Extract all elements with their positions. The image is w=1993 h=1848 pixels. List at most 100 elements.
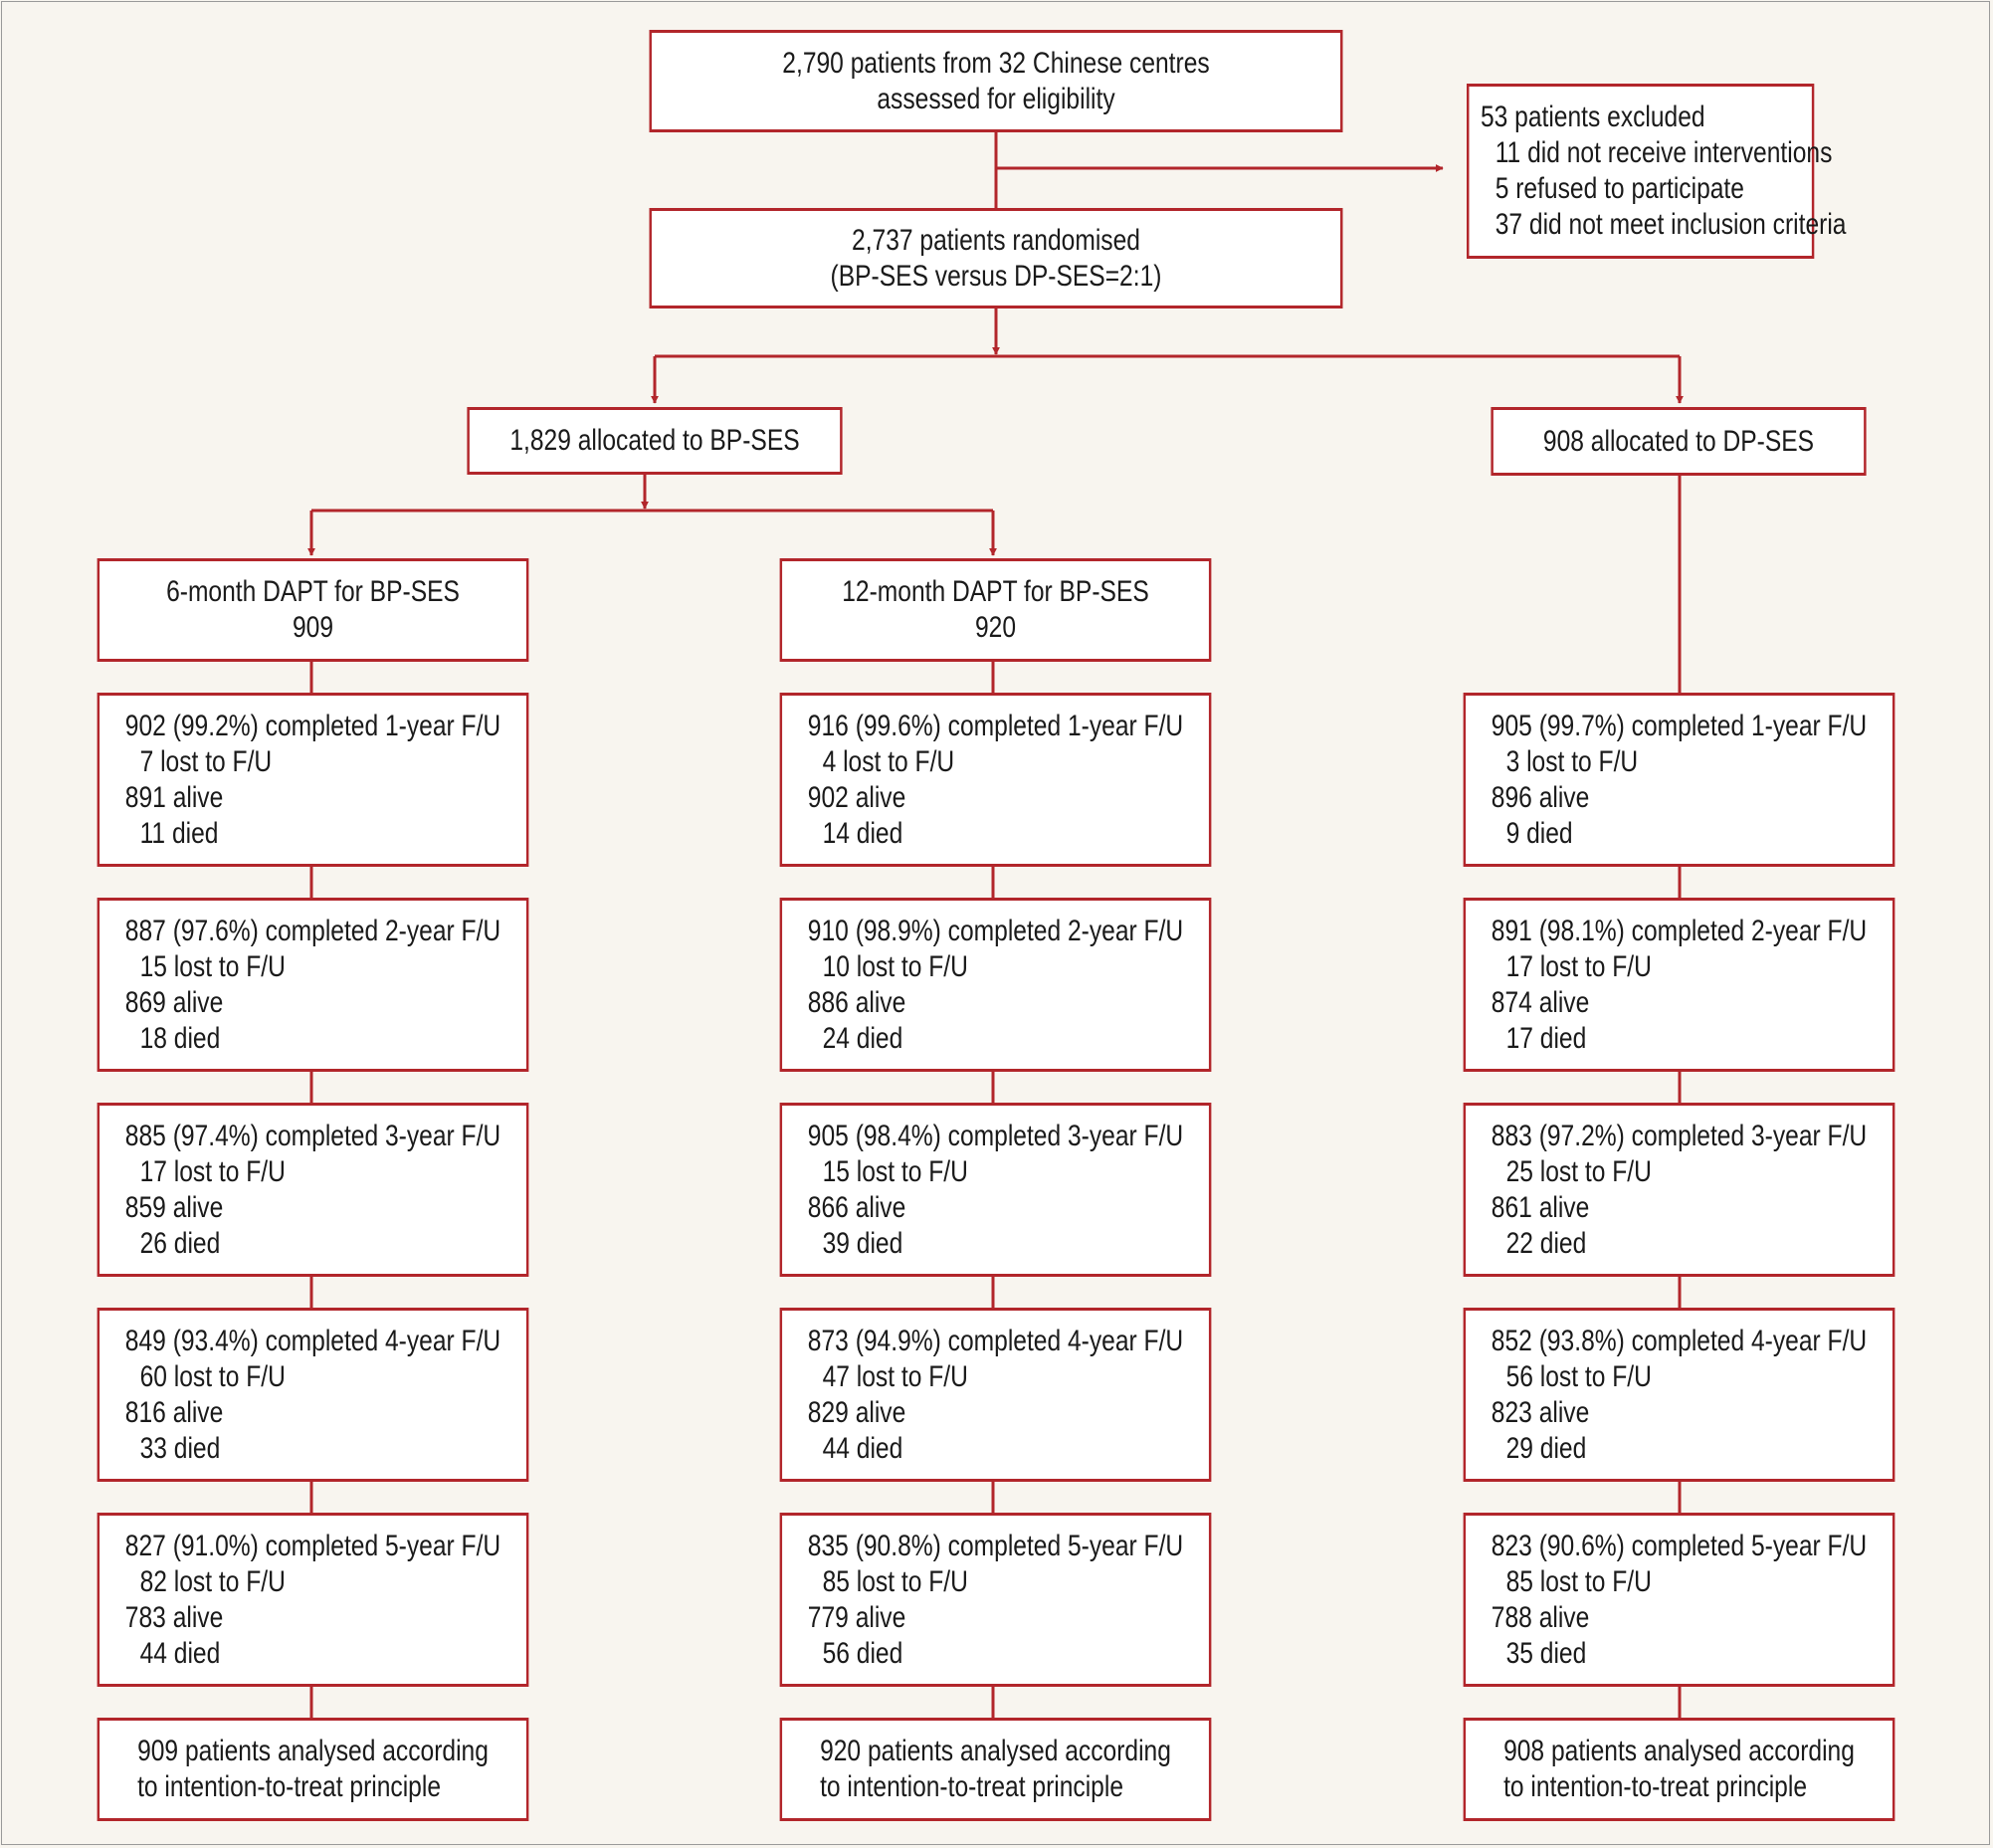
followup-alive: 859 alive	[124, 1190, 224, 1224]
arm-12-month-label: 12-month DAPT for BP-SES	[842, 575, 1149, 608]
followup-alive: 902 alive	[807, 780, 906, 814]
followup-completed: 887 (97.6%) completed 2-year F/U	[124, 914, 501, 947]
followup-alive: 886 alive	[807, 985, 906, 1019]
followup-died: 17 died	[1505, 1021, 1587, 1055]
randomised-line2: (BP-SES versus DP-SES=2:1)	[830, 259, 1162, 293]
assessed-line2: assessed for eligibility	[877, 82, 1115, 115]
analysed-line1: 909 patients analysed according	[137, 1735, 489, 1767]
arm-6-month-box: 6-month DAPT for BP-SES 909	[97, 558, 529, 662]
excluded-item: 11 did not receive interventions	[1495, 136, 1833, 169]
followup-died: 33 died	[139, 1431, 221, 1465]
followup-lost: 3 lost to F/U	[1505, 744, 1639, 778]
analysed-line2: to intention-to-treat principle	[137, 1770, 442, 1803]
bp-ses-allocation-box: 1,829 allocated to BP-SES	[467, 407, 843, 475]
followup-alive: 869 alive	[124, 985, 224, 1019]
followup-lost: 82 lost to F/U	[139, 1564, 286, 1598]
followup-died: 22 died	[1505, 1226, 1587, 1260]
followup-lost: 15 lost to F/U	[139, 949, 286, 983]
followup-alive: 896 alive	[1491, 780, 1590, 814]
followup-completed: 835 (90.8%) completed 5-year F/U	[807, 1529, 1184, 1562]
followup-completed: 873 (94.9%) completed 4-year F/U	[807, 1324, 1184, 1357]
excluded-item: 37 did not meet inclusion criteria	[1495, 208, 1847, 241]
followup-lost: 15 lost to F/U	[822, 1154, 968, 1188]
followup-alive: 816 alive	[124, 1395, 224, 1429]
assessed-box: 2,790 patients from 32 Chinese centres a…	[649, 30, 1343, 132]
followup-completed: 916 (99.6%) completed 1-year F/U	[807, 709, 1184, 742]
followup-died: 14 died	[822, 816, 903, 850]
arm-12-month-box: 12-month DAPT for BP-SES 920	[779, 558, 1212, 662]
followup-alive: 874 alive	[1491, 985, 1590, 1019]
followup-completed: 910 (98.9%) completed 2-year F/U	[807, 914, 1184, 947]
followup-alive: 779 alive	[807, 1600, 906, 1634]
followup-alive: 829 alive	[807, 1395, 906, 1429]
followup-died: 39 died	[822, 1226, 903, 1260]
followup-died: 26 died	[139, 1226, 221, 1260]
followup-died: 11 died	[139, 816, 219, 850]
arm-12-month-count: 920	[974, 611, 1017, 644]
followup-completed: 852 (93.8%) completed 4-year F/U	[1491, 1324, 1868, 1357]
dp-ses-allocation-box: 908 allocated to DP-SES	[1491, 407, 1867, 476]
followup-completed: 902 (99.2%) completed 1-year F/U	[124, 709, 501, 742]
followup-lost: 85 lost to F/U	[1505, 1564, 1652, 1598]
followup-alive: 823 alive	[1491, 1395, 1590, 1429]
followup-lost: 60 lost to F/U	[139, 1359, 286, 1393]
dp-ses-allocation-label: 908 allocated to DP-SES	[1542, 424, 1815, 458]
analysed-line1: 908 patients analysed according	[1503, 1735, 1855, 1767]
followup-died: 44 died	[139, 1636, 221, 1670]
followup-lost: 17 lost to F/U	[139, 1154, 286, 1188]
assessed-line1: 2,790 patients from 32 Chinese centres	[782, 46, 1210, 80]
followup-alive: 891 alive	[124, 780, 224, 814]
followup-died: 24 died	[822, 1021, 903, 1055]
analysed-line1: 920 patients analysed according	[820, 1735, 1171, 1767]
followup-died: 29 died	[1505, 1431, 1587, 1465]
bp-ses-allocation-label: 1,829 allocated to BP-SES	[509, 424, 800, 457]
randomised-line1: 2,737 patients randomised	[852, 223, 1140, 257]
followup-alive: 788 alive	[1491, 1600, 1590, 1634]
followup-completed: 905 (99.7%) completed 1-year F/U	[1491, 709, 1868, 742]
followup-lost: 47 lost to F/U	[822, 1359, 968, 1393]
arm-6-month-count: 909	[292, 611, 334, 644]
analysed-line2: to intention-to-treat principle	[1503, 1770, 1808, 1803]
followup-completed: 905 (98.4%) completed 3-year F/U	[807, 1119, 1184, 1152]
followup-died: 44 died	[822, 1431, 903, 1465]
followup-lost: 10 lost to F/U	[822, 949, 968, 983]
randomised-box: 2,737 patients randomised (BP-SES versus…	[649, 208, 1343, 308]
excluded-box: 53 patients excluded 11 did not receive …	[1467, 84, 1847, 259]
analysed-line2: to intention-to-treat principle	[820, 1770, 1124, 1803]
followup-died: 18 died	[139, 1021, 221, 1055]
followup-completed: 883 (97.2%) completed 3-year F/U	[1491, 1119, 1868, 1152]
followup-completed: 885 (97.4%) completed 3-year F/U	[124, 1119, 501, 1152]
excluded-item: 5 refused to participate	[1495, 172, 1744, 205]
followup-completed: 823 (90.6%) completed 5-year F/U	[1491, 1529, 1868, 1562]
followup-alive: 783 alive	[124, 1600, 224, 1634]
followup-lost: 25 lost to F/U	[1505, 1154, 1652, 1188]
followup-completed: 891 (98.1%) completed 2-year F/U	[1491, 914, 1868, 947]
followup-died: 56 died	[822, 1636, 903, 1670]
followup-lost: 85 lost to F/U	[822, 1564, 968, 1598]
excluded-title: 53 patients excluded	[1480, 101, 1705, 133]
followup-alive: 866 alive	[807, 1190, 906, 1224]
followup-died: 9 died	[1505, 816, 1573, 850]
arm-6-month-label: 6-month DAPT for BP-SES	[166, 575, 460, 608]
followup-lost: 56 lost to F/U	[1505, 1359, 1652, 1393]
